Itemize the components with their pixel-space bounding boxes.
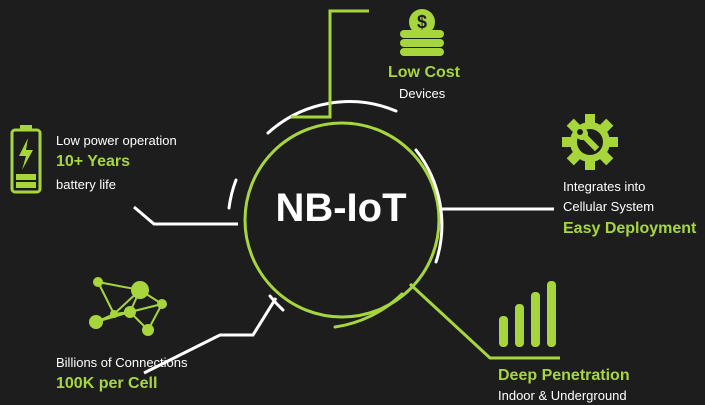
coins-dollar-icon: $ <box>400 9 444 56</box>
battery-line1: Low power operation <box>56 133 177 148</box>
gear-wrench-icon <box>562 114 618 170</box>
cellular-line1: Integrates into <box>563 179 646 194</box>
cellular-line2: Cellular System <box>563 199 655 214</box>
battery-charging-icon <box>10 125 42 194</box>
connections-highlight: 100K per Cell <box>56 375 158 392</box>
center-title: NB-IoT <box>275 186 407 230</box>
outer-arc-bottom-right <box>333 292 404 329</box>
signal-bars-icon <box>499 281 556 347</box>
network-nodes-icon <box>89 277 167 336</box>
outer-arc-right <box>414 148 444 264</box>
connector-connections <box>143 297 278 375</box>
connector-cost <box>291 9 369 119</box>
connections-line1: Billions of Connections <box>56 355 188 370</box>
outer-arc-bottom-left <box>268 294 285 312</box>
cost-subtitle: Devices <box>399 86 446 101</box>
cost-title: Low Cost <box>388 64 460 81</box>
penetration-line1: Indoor & Underground <box>498 388 627 403</box>
center-circle <box>243 121 441 319</box>
connector-battery <box>133 205 238 226</box>
cellular-highlight: Easy Deployment <box>563 220 697 237</box>
battery-highlight: 10+ Years <box>56 153 131 170</box>
connector-penetration <box>408 282 560 360</box>
penetration-highlight: Deep Penetration <box>498 367 630 384</box>
svg-text:$: $ <box>417 12 427 32</box>
battery-line2: battery life <box>56 177 116 192</box>
outer-arc-left <box>227 178 238 210</box>
